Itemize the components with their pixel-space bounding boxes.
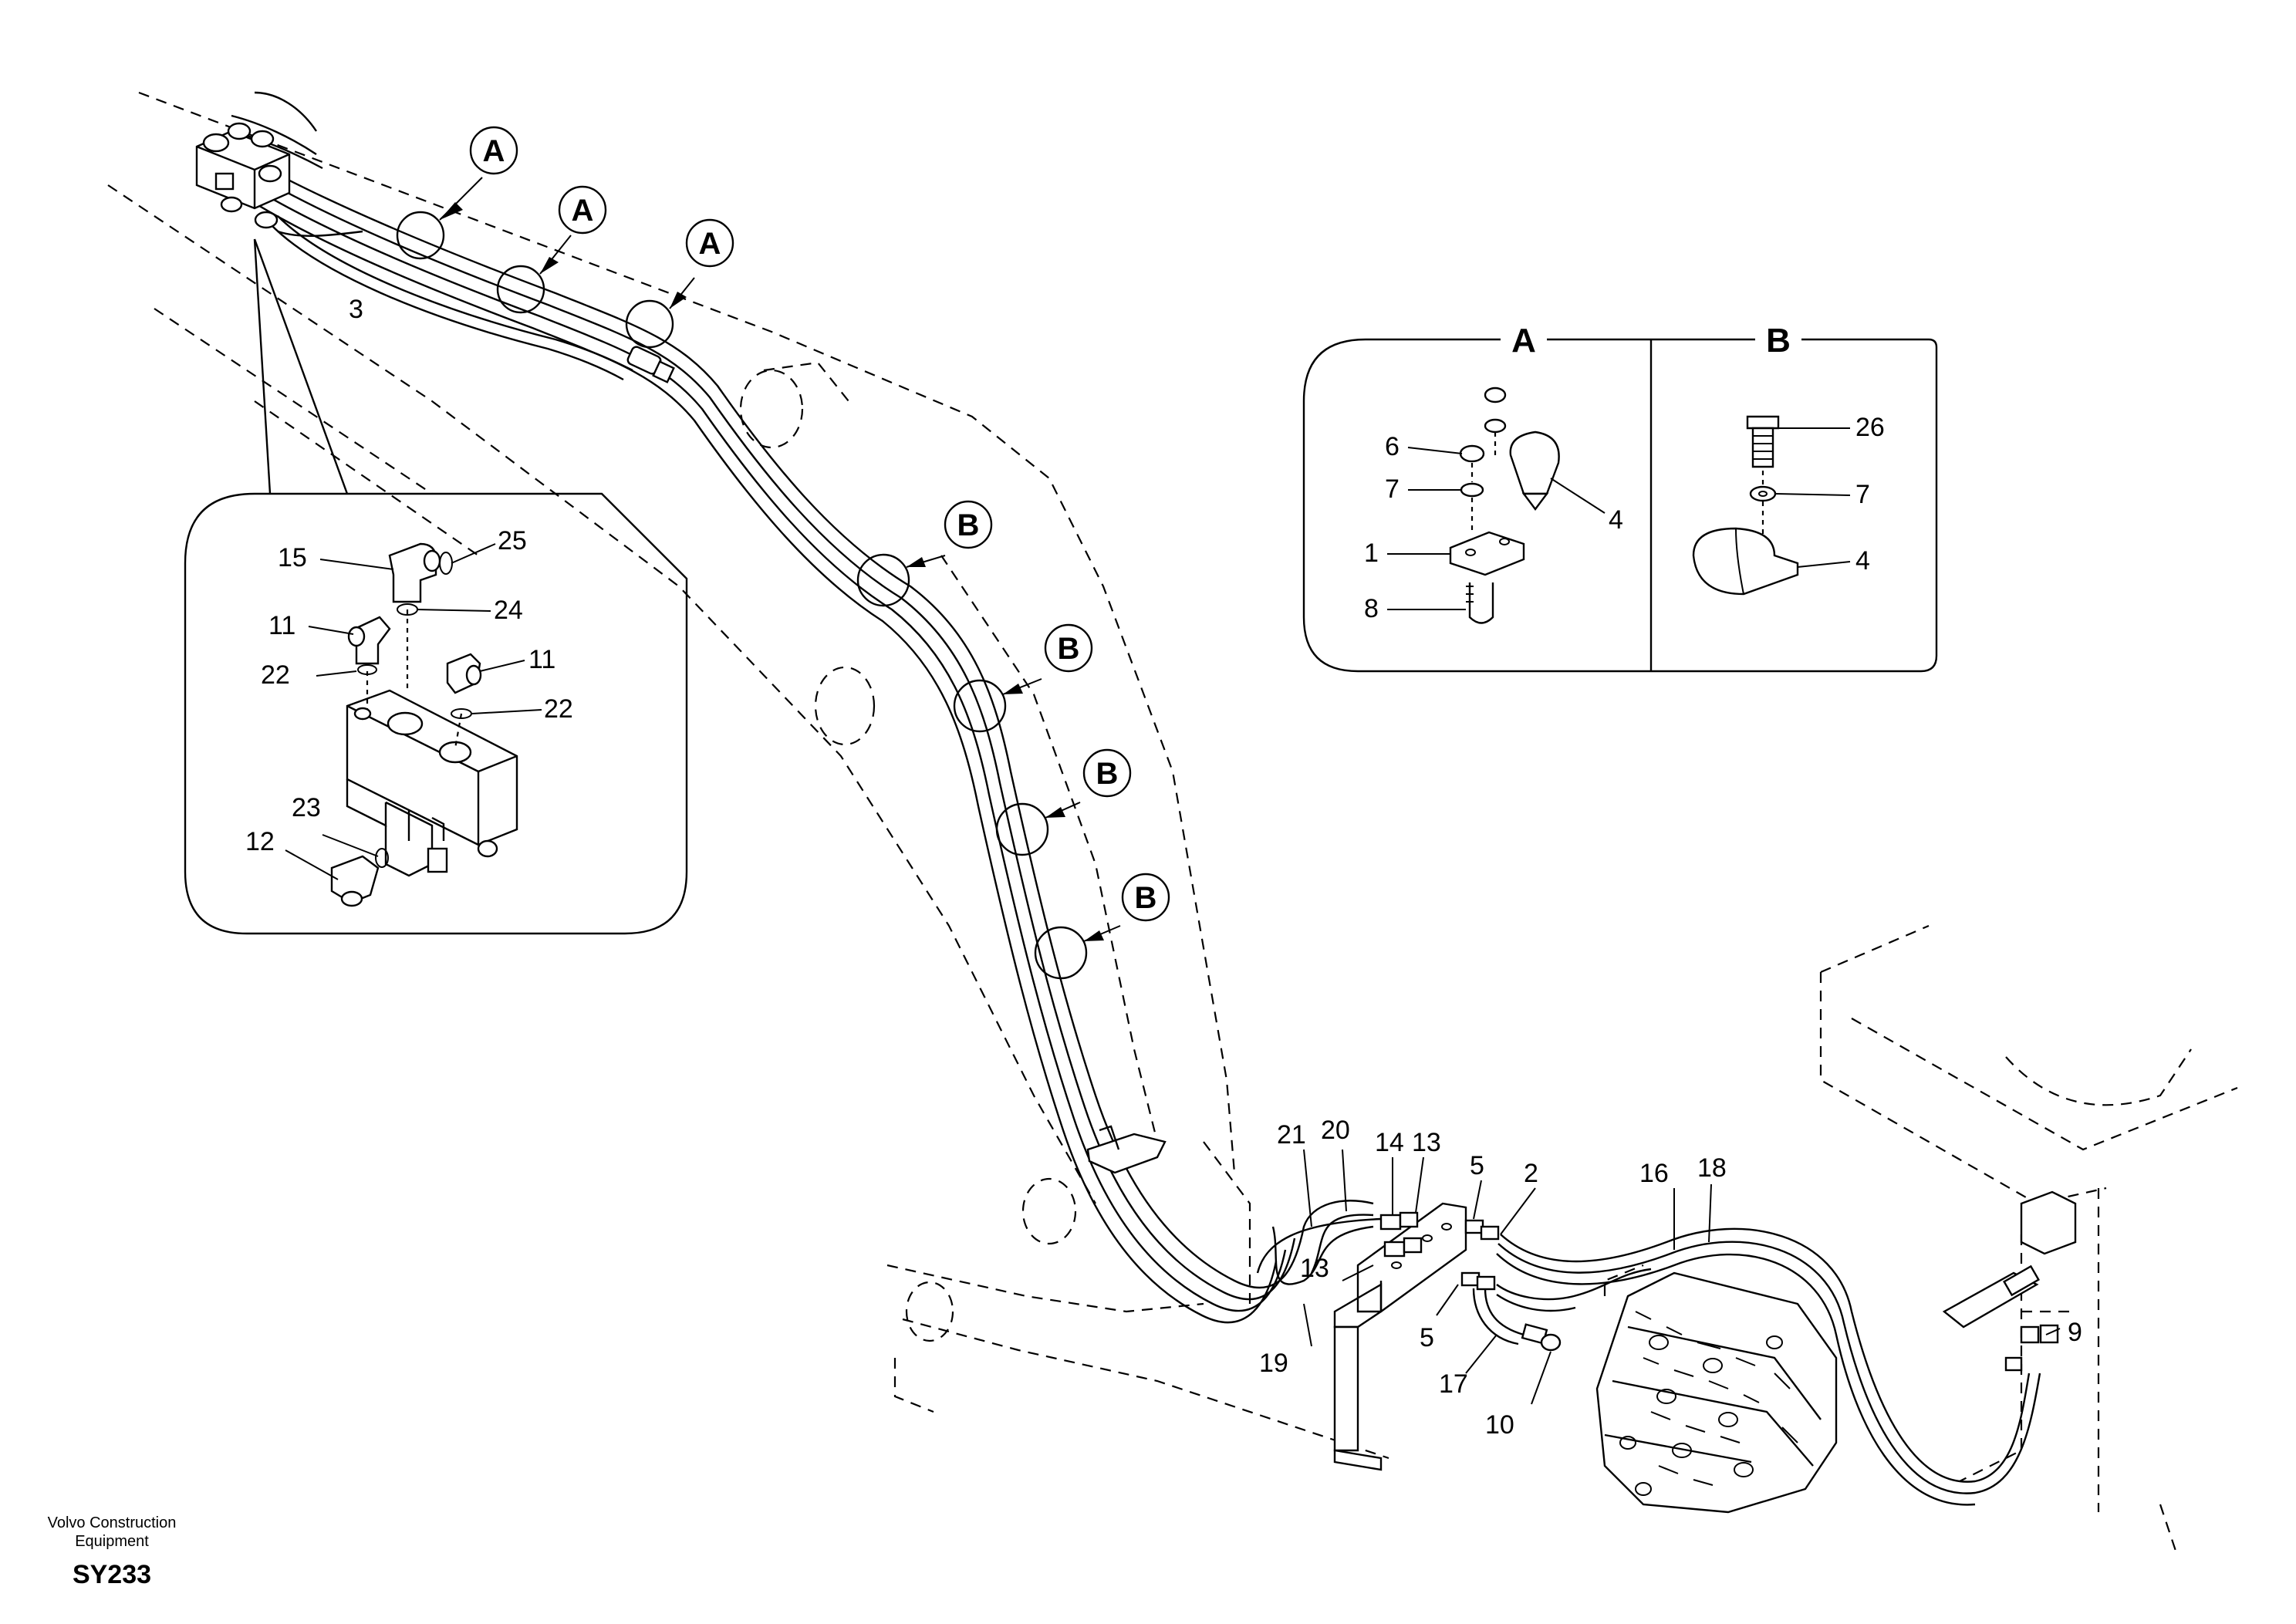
callout-18: 18 [1697,1153,1727,1183]
detail-leader-left [253,238,272,495]
callout-7-a: 7 [1385,474,1400,504]
callout-7-b: 7 [1855,480,1870,509]
callout-3: 3 [349,295,363,324]
marker-a-3: A [699,227,721,261]
callout-5-bottom: 5 [1420,1323,1434,1352]
marker-a-1: A [483,134,505,168]
detail-ab-panel [1302,338,1938,673]
lower-hose-assembly [1086,1125,2077,1514]
callout-26: 26 [1855,413,1885,442]
callout-22-right: 22 [544,694,573,724]
callout-15: 15 [278,543,307,572]
callout-2: 2 [1524,1159,1538,1188]
callout-5-top: 5 [1470,1151,1484,1180]
marker-b-2: B [1058,632,1080,666]
valve-block [195,122,291,229]
callout-8: 8 [1364,594,1379,623]
callout-6: 6 [1385,432,1400,461]
detail-marker-letters: A A A B B B B A B [483,134,1791,915]
callout-25: 25 [498,526,527,555]
callout-23: 23 [292,793,321,822]
callout-labels: 3 15 25 11 24 22 11 22 23 12 6 7 1 8 4 2… [245,295,2082,1440]
detail-b-title: B [1766,322,1791,360]
callout-13-bottom: 13 [1300,1254,1329,1283]
company-name-line1: Volvo Construction [48,1514,177,1531]
marker-b-1: B [957,508,980,542]
callout-11-left: 11 [268,611,295,640]
detail-leader-right [253,238,349,495]
marker-b-4: B [1135,881,1157,915]
callout-16: 16 [1639,1159,1669,1188]
callout-4-b: 4 [1855,546,1870,576]
hose-coupling [626,346,675,383]
footer: Volvo Construction Equipment SY233 [48,1514,177,1589]
callout-14: 14 [1375,1128,1404,1157]
callout-20: 20 [1321,1116,1350,1145]
callout-12: 12 [245,827,275,856]
callout-1: 1 [1364,539,1379,568]
marker-b-3: B [1096,757,1119,791]
callout-17: 17 [1439,1369,1468,1399]
boom-outline [107,91,1389,1460]
document-code: SY233 [73,1560,151,1589]
company-name-line2: Equipment [75,1533,149,1550]
callout-9: 9 [2068,1318,2082,1347]
callout-24: 24 [494,596,523,625]
detail-marker-circles [396,126,1170,980]
callout-21: 21 [1277,1120,1306,1150]
callout-19: 19 [1259,1349,1288,1378]
callout-22-left: 22 [261,660,290,690]
callout-13-top: 13 [1412,1128,1441,1157]
valve-detail-inset [184,492,688,935]
callout-10: 10 [1485,1410,1514,1440]
callout-11-right: 11 [528,645,555,674]
detail-a-title: A [1511,322,1536,360]
upper-structure-outline [1819,924,2238,1551]
callout-4-a: 4 [1609,505,1623,535]
marker-a-2: A [572,194,594,228]
